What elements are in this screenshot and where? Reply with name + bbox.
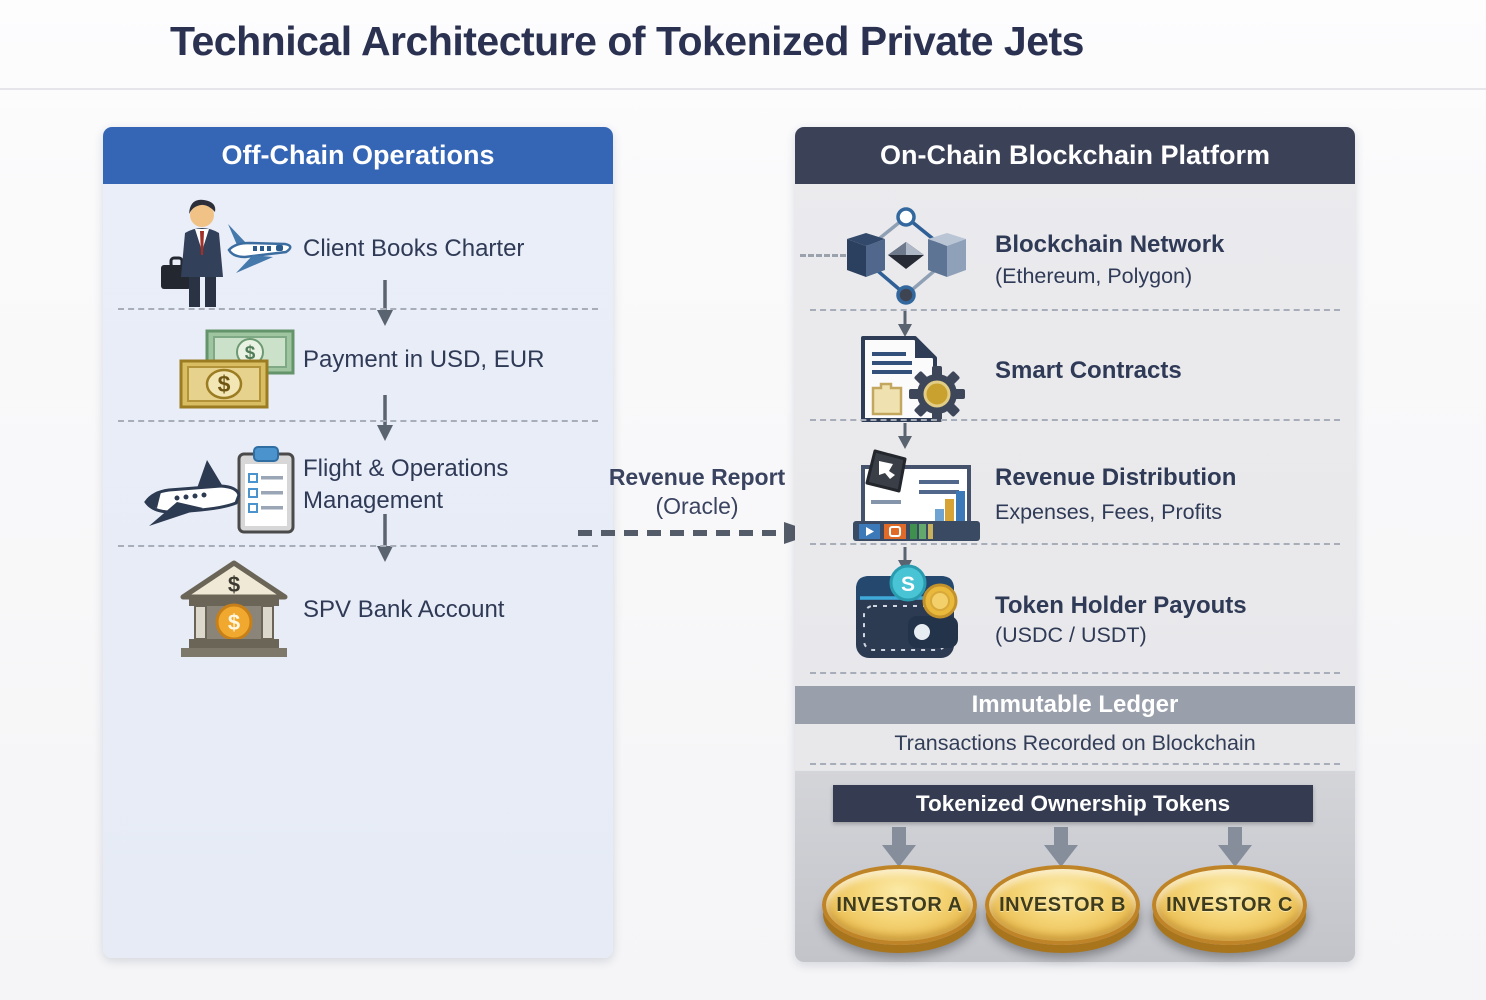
section-divider [118,308,598,310]
ledger-subtitle: Transactions Recorded on Blockchain [894,731,1256,755]
token-payouts-title: Token Holder Payouts [995,592,1247,619]
oracle-connector-label: Revenue Report (Oracle) [597,463,797,522]
client-books-charter-label: Client Books Charter [303,235,525,262]
smart-contracts-title: Smart Contracts [995,357,1182,384]
down-arrow [376,280,394,331]
oracle-text: (Oracle) [655,493,739,520]
contract-gear-icon [857,332,969,431]
revenue-distribution-subtitle: Expenses, Fees, Profits [995,500,1223,524]
tokens-section: Tokenized Ownership Tokens INVESTOR A IN… [795,770,1355,962]
down-arrow [897,423,913,454]
immutable-ledger-bar: Immutable Ledger [795,686,1355,724]
immutable-ledger-label: Immutable Ledger [971,691,1179,718]
blockchain-network-subtitle: (Ethereum, Polygon) [995,264,1193,288]
on-chain-panel: On-Chain Blockchain Platform [795,127,1355,962]
blockchain-network-icon [843,205,970,312]
block-down-arrow [1216,827,1254,872]
page-title: Technical Architecture of Tokenized Priv… [170,18,1084,64]
investor-c-coin: INVESTOR C [1152,865,1307,945]
section-divider [118,420,598,422]
block-down-arrow [880,827,918,872]
network-stub-connector [800,254,846,257]
tokenized-ownership-bar: Tokenized Ownership Tokens [833,785,1313,822]
block-down-arrow [1042,827,1080,872]
spv-bank-label: SPV Bank Account [303,596,505,623]
payment-label: Payment in USD, EUR [303,346,545,373]
section-divider [810,419,1340,421]
section-divider [810,672,1340,674]
tokenized-ownership-label: Tokenized Ownership Tokens [915,790,1231,816]
title-divider [0,88,1486,90]
revenue-report-text: Revenue Report [608,464,786,490]
flight-ops-label: Flight & Operations Management [303,455,509,514]
off-chain-header: Off-Chain Operations [103,127,613,184]
svg-text:$: $ [228,610,240,635]
down-arrow [897,311,913,342]
dashed-arrow-right [576,521,818,550]
revenue-dashboard-icon [845,447,987,548]
svg-text:S: S [901,573,915,596]
investor-b-coin: INVESTOR B [985,865,1140,945]
on-chain-header: On-Chain Blockchain Platform [795,127,1355,184]
businessman-plane-icon [151,193,303,320]
section-divider [810,763,1340,765]
bank-icon: $ $ [173,559,295,668]
jet-clipboard-icon [141,442,303,545]
investor-a-label: INVESTOR A [836,893,963,916]
section-divider [810,543,1340,545]
svg-text:$: $ [228,572,240,597]
svg-text:$: $ [245,343,256,364]
section-divider [810,309,1340,311]
revenue-distribution-title: Revenue Distribution [995,464,1237,491]
svg-text:$: $ [218,371,231,397]
section-divider [118,545,598,547]
investor-a-coin: INVESTOR A [822,865,977,945]
investor-c-label: INVESTOR C [1166,893,1293,916]
blockchain-network-title: Blockchain Network [995,231,1225,258]
token-payouts-subtitle: (USDC / USDT) [995,623,1147,647]
down-arrow [376,514,394,567]
banknotes-icon: $ $ [175,327,317,428]
crypto-wallet-icon: S [850,560,977,667]
off-chain-panel: Off-Chain Operations [103,127,613,958]
investor-b-label: INVESTOR B [999,893,1126,916]
